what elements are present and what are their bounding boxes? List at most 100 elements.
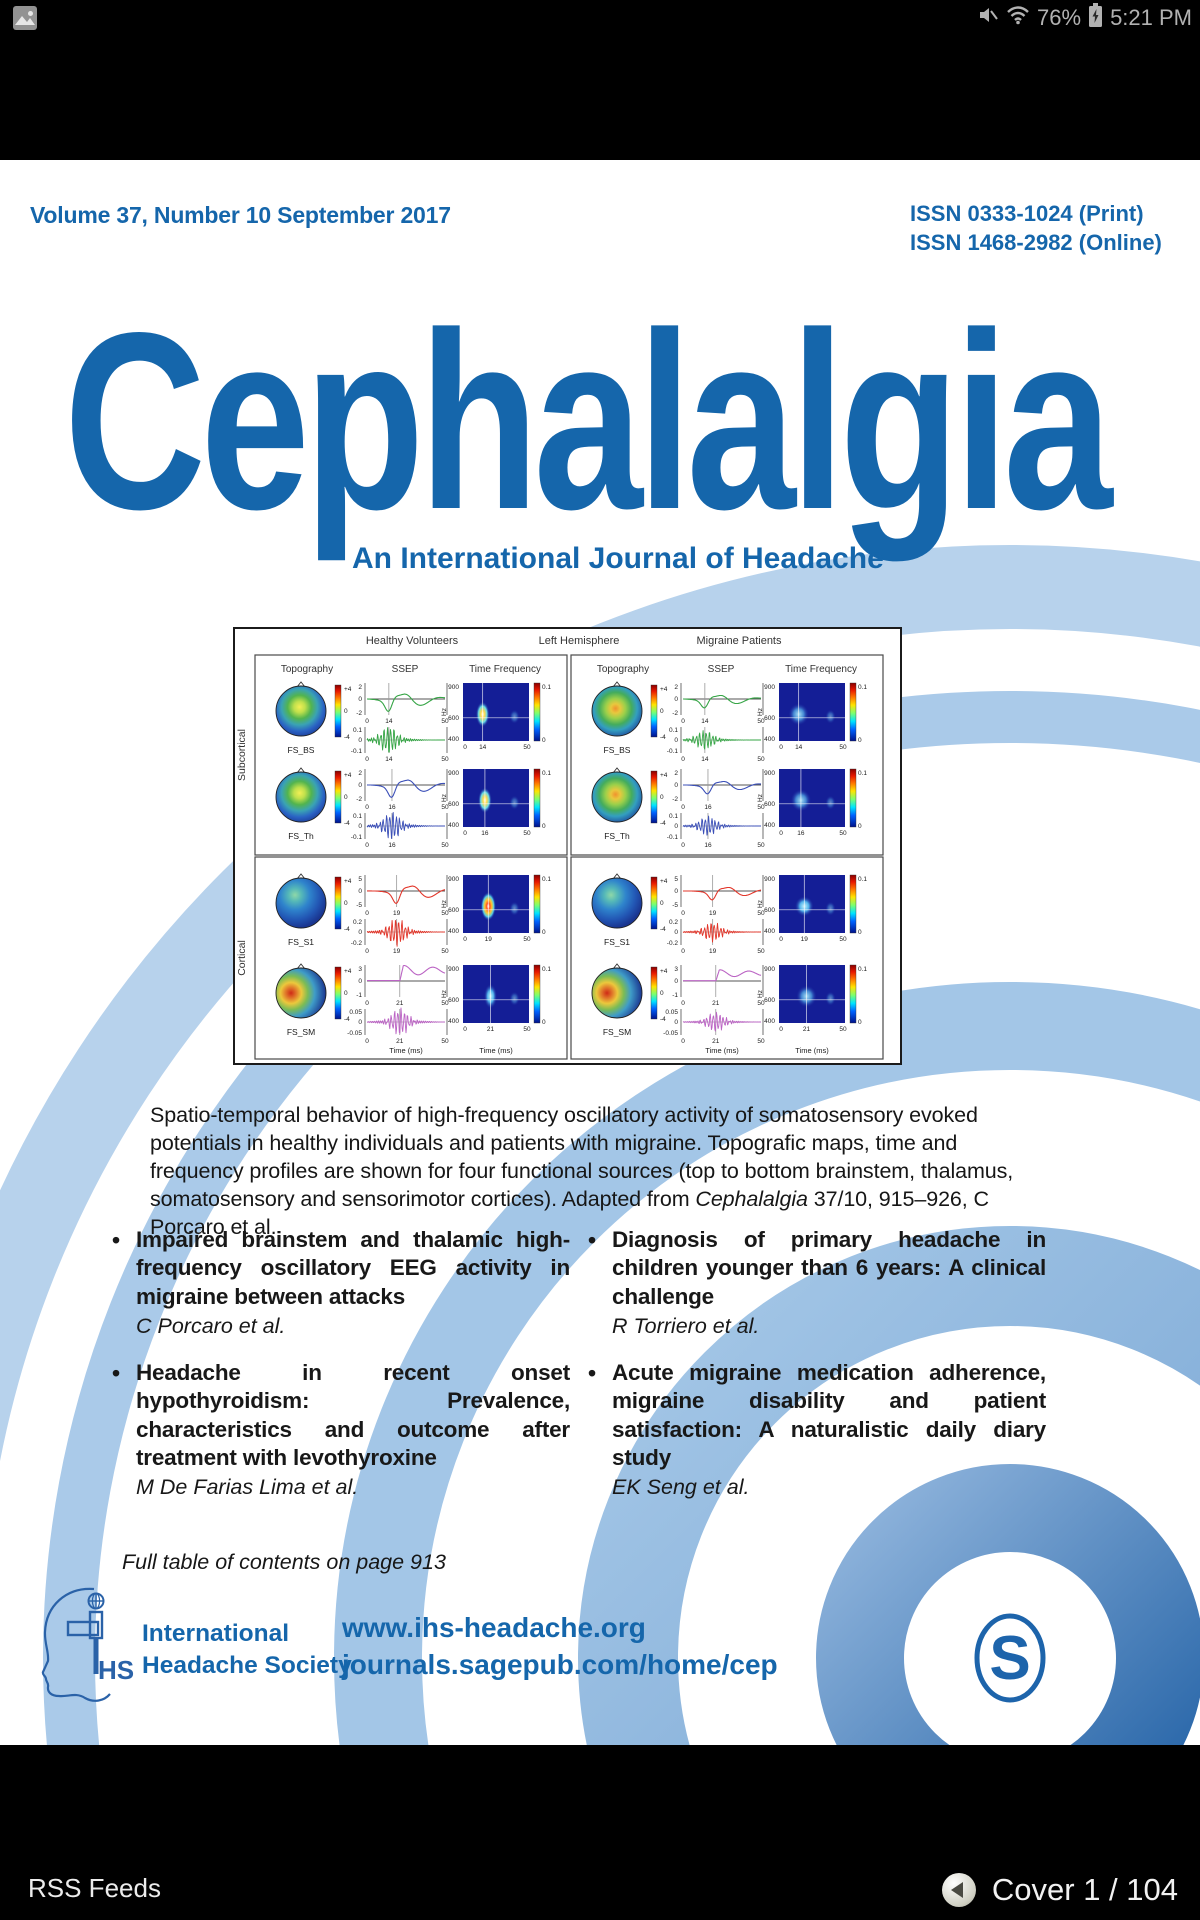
svg-text:+4: +4 — [660, 968, 668, 975]
svg-text:50: 50 — [757, 718, 765, 725]
svg-text:FS_S1: FS_S1 — [604, 937, 630, 947]
publisher-url: journals.sagepub.com/home/cep — [342, 1648, 778, 1680]
issn-block: ISSN 0333-1024 (Print) ISSN 1468-2982 (O… — [910, 200, 1162, 257]
svg-text:0: 0 — [365, 910, 369, 917]
svg-text:0: 0 — [681, 804, 685, 811]
svg-text:3: 3 — [674, 966, 678, 973]
svg-text:Hz: Hz — [757, 900, 764, 908]
svg-text:0: 0 — [681, 718, 685, 725]
svg-text:0: 0 — [674, 1019, 678, 1026]
svg-text:0: 0 — [858, 1019, 862, 1026]
svg-text:Time (ms): Time (ms) — [389, 1046, 423, 1055]
svg-text:0: 0 — [365, 1000, 369, 1007]
article-authors: C Porcaro et al. — [136, 1314, 286, 1339]
svg-text:FS_SM: FS_SM — [287, 1027, 315, 1037]
svg-text:0: 0 — [344, 990, 348, 997]
svg-text:19: 19 — [709, 948, 717, 955]
svg-text:14: 14 — [385, 718, 393, 725]
svg-text:0: 0 — [463, 830, 467, 837]
svg-text:0: 0 — [779, 830, 783, 837]
svg-text:-4: -4 — [660, 926, 666, 933]
svg-text:0.05: 0.05 — [349, 1009, 362, 1016]
svg-text:0: 0 — [660, 794, 664, 801]
svg-text:400: 400 — [448, 928, 459, 935]
svg-text:FS_Th: FS_Th — [604, 831, 630, 841]
svg-text:FS_S1: FS_S1 — [288, 937, 314, 947]
clock: 5:21 PM — [1110, 5, 1192, 30]
background-arcs — [0, 545, 1200, 1745]
svg-text:400: 400 — [448, 736, 459, 743]
caption-tail: 37/10, 915–926, C Porcaro et al. — [150, 1186, 989, 1239]
svg-text:0: 0 — [858, 929, 862, 936]
svg-text:Time (ms): Time (ms) — [705, 1046, 739, 1055]
svg-text:0: 0 — [463, 936, 467, 943]
svg-text:900: 900 — [448, 684, 459, 691]
svg-text:0.1: 0.1 — [353, 813, 362, 820]
svg-text:50: 50 — [757, 910, 765, 917]
svg-text:+4: +4 — [344, 686, 352, 693]
svg-text:-2: -2 — [672, 796, 678, 803]
svg-text:FS_BS: FS_BS — [288, 745, 315, 755]
svg-text:400: 400 — [448, 822, 459, 829]
svg-text:14: 14 — [479, 744, 487, 751]
svg-text:19: 19 — [801, 936, 809, 943]
battery-charging-icon — [1088, 3, 1103, 33]
issn-print: ISSN 0333-1024 (Print) — [910, 201, 1144, 226]
svg-text:19: 19 — [709, 910, 717, 917]
svg-text:-2: -2 — [356, 710, 362, 717]
rss-feeds-label[interactable]: RSS Feeds — [28, 1873, 161, 1903]
svg-text:0: 0 — [779, 936, 783, 943]
journal-urls: www.ihs-headache.org journals.sagepub.co… — [342, 1610, 778, 1684]
svg-text:0.1: 0.1 — [542, 876, 551, 883]
journal-cover-page[interactable]: Volume 37, Number 10 September 2017 ISSN… — [0, 160, 1200, 1745]
svg-text:0.1: 0.1 — [858, 966, 867, 973]
svg-text:-5: -5 — [672, 902, 678, 909]
article-title: Impaired brainstem and thalamic high-fre… — [136, 1227, 570, 1309]
back-button[interactable] — [941, 1873, 976, 1907]
svg-text:0: 0 — [463, 744, 467, 751]
article-list-left: • Impaired brainstem and thalamic high-f… — [112, 1226, 570, 1520]
svg-text:2: 2 — [358, 770, 362, 777]
svg-text:16: 16 — [704, 842, 712, 849]
svg-text:0: 0 — [779, 744, 783, 751]
svg-text:900: 900 — [764, 966, 775, 973]
svg-text:Hz: Hz — [757, 708, 764, 716]
svg-text:5: 5 — [674, 876, 678, 883]
svg-text:-4: -4 — [344, 820, 350, 827]
svg-text:50: 50 — [441, 842, 449, 849]
svg-text:50: 50 — [441, 756, 449, 763]
svg-text:0.1: 0.1 — [669, 813, 678, 820]
volume-line: Volume 37, Number 10 September 2017 — [30, 202, 451, 228]
svg-text:Time Frequency: Time Frequency — [785, 664, 857, 675]
svg-text:0: 0 — [344, 900, 348, 907]
society-line1: International — [142, 1620, 290, 1647]
svg-text:900: 900 — [448, 770, 459, 777]
reader-bottom-bar: RSS Feeds Cover 1 / 104 — [0, 1745, 1200, 1920]
mute-icon — [977, 4, 999, 32]
svg-text:Time (ms): Time (ms) — [479, 1046, 513, 1055]
svg-text:5: 5 — [358, 876, 362, 883]
svg-text:-0.1: -0.1 — [351, 748, 363, 755]
list-item: • Diagnosis of primary headache in child… — [588, 1226, 1046, 1339]
svg-text:600: 600 — [764, 907, 775, 914]
svg-text:600: 600 — [448, 801, 459, 808]
ihs-society-logo-icon: HS — [32, 1584, 136, 1711]
svg-text:0.1: 0.1 — [858, 684, 867, 691]
svg-text:-4: -4 — [660, 1016, 666, 1023]
svg-text:21: 21 — [396, 1038, 404, 1045]
svg-text:21: 21 — [487, 1026, 495, 1033]
svg-text:0: 0 — [542, 737, 546, 744]
svg-text:0: 0 — [674, 696, 678, 703]
list-item: • Acute migraine medication adherence, m… — [588, 1359, 1046, 1500]
svg-text:Hz: Hz — [757, 794, 764, 802]
svg-text:0: 0 — [358, 1019, 362, 1026]
svg-text:0.1: 0.1 — [669, 727, 678, 734]
svg-text:0: 0 — [674, 737, 678, 744]
svg-text:50: 50 — [757, 1038, 765, 1045]
svg-text:Hz: Hz — [441, 794, 448, 802]
svg-text:400: 400 — [764, 1018, 775, 1025]
svg-text:50: 50 — [441, 1038, 449, 1045]
svg-text:19: 19 — [485, 936, 493, 943]
svg-text:0: 0 — [674, 823, 678, 830]
